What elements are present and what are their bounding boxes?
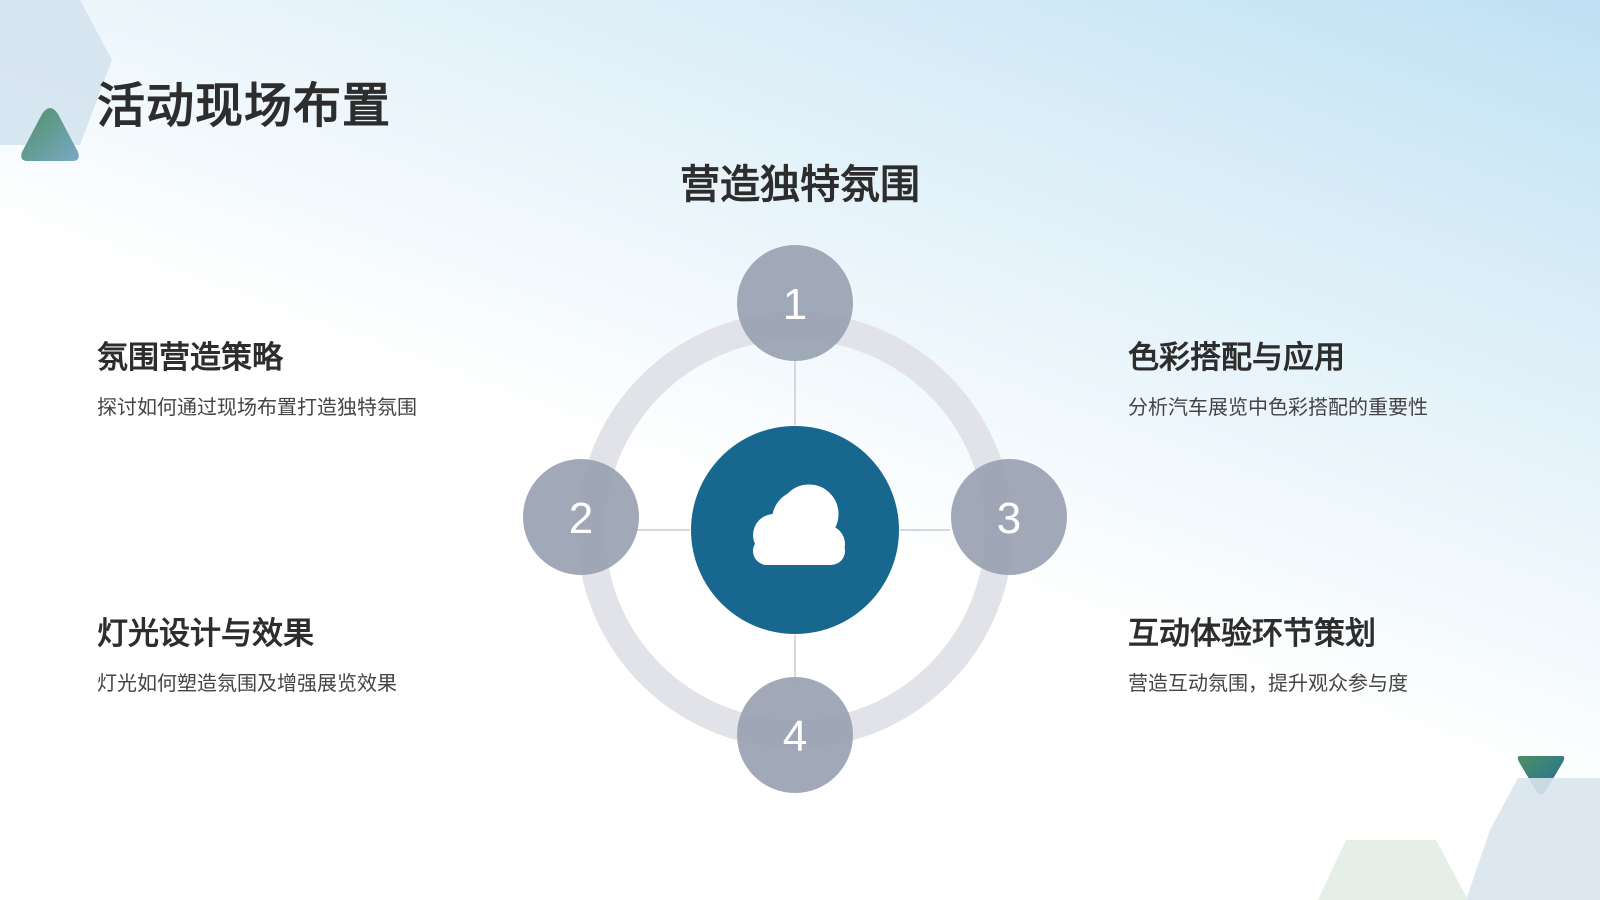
item-title: 互动体验环节策划 <box>1128 616 1376 652</box>
item-title: 氛围营造策略 <box>97 340 283 376</box>
triangle-decoration-top-left <box>21 108 79 161</box>
item-description: 分析汽车展览中色彩搭配的重要性 <box>1128 395 1428 419</box>
item-description: 营造互动氛围，提升观众参与度 <box>1128 671 1408 695</box>
svg-text:4: 4 <box>783 712 807 761</box>
item-title: 灯光设计与效果 <box>97 616 314 652</box>
item-title: 色彩搭配与应用 <box>1128 340 1345 376</box>
page-title: 活动现场布置 <box>97 78 392 134</box>
svg-text:2: 2 <box>569 494 593 543</box>
hexagon-decoration-bottom-right <box>1318 778 1600 900</box>
svg-text:3: 3 <box>997 494 1021 543</box>
cycle-diagram: 1 2 3 4 <box>523 245 1067 793</box>
item-description: 探讨如何通过现场布置打造独特氛围 <box>97 395 417 419</box>
item-atmosphere-strategy: 氛围营造策略 探讨如何通过现场布置打造独特氛围 <box>97 332 417 420</box>
item-lighting-design: 灯光设计与效果 灯光如何塑造氛围及增强展览效果 <box>97 608 397 696</box>
item-color-matching: 色彩搭配与应用 分析汽车展览中色彩搭配的重要性 <box>1128 332 1428 420</box>
item-interactive-experience: 互动体验环节策划 营造互动氛围，提升观众参与度 <box>1128 608 1408 696</box>
connector-lines <box>636 358 950 685</box>
svg-text:1: 1 <box>783 280 807 329</box>
node-1: 1 <box>737 245 853 361</box>
diagram-title: 营造独特氛围 <box>680 162 920 208</box>
node-4: 4 <box>737 677 853 793</box>
triangle-decoration-bottom-right <box>1517 756 1565 795</box>
node-3: 3 <box>951 459 1067 575</box>
node-2: 2 <box>523 459 639 575</box>
hexagon-decoration-top-left <box>0 0 112 145</box>
cloud-icon <box>753 479 845 565</box>
item-description: 灯光如何塑造氛围及增强展览效果 <box>97 671 397 695</box>
